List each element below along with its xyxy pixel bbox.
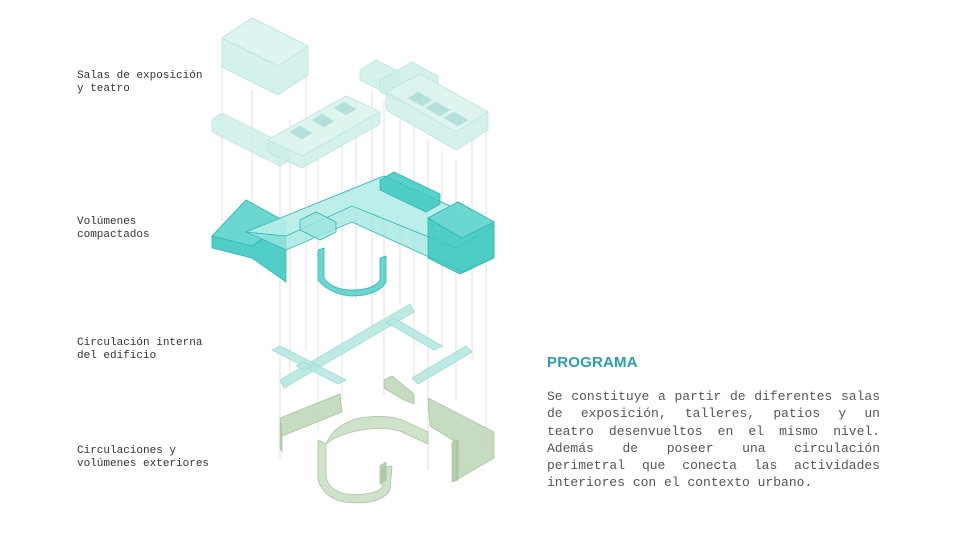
program-description: Se constituye a partir de diferentes sal… bbox=[547, 389, 880, 491]
layer-halls-volumes bbox=[211, 17, 489, 169]
exploded-axonometric-diagram bbox=[211, 17, 495, 504]
layer-compact-volumes bbox=[211, 171, 495, 297]
layer-label-internal-circulation: Circulación interna del edificio bbox=[77, 337, 203, 362]
layer-label-exterior-circulation: Circulaciones y volúmenes exteriores bbox=[77, 445, 210, 470]
layer-internal-circulation bbox=[271, 303, 473, 389]
program-title: PROGRAMA bbox=[547, 354, 638, 371]
layer-label-halls: Salas de exposición y teatro bbox=[77, 70, 203, 95]
layer-label-compact-volumes: Volúmenes compactados bbox=[77, 216, 150, 241]
layer-exterior-volumes bbox=[279, 375, 495, 504]
